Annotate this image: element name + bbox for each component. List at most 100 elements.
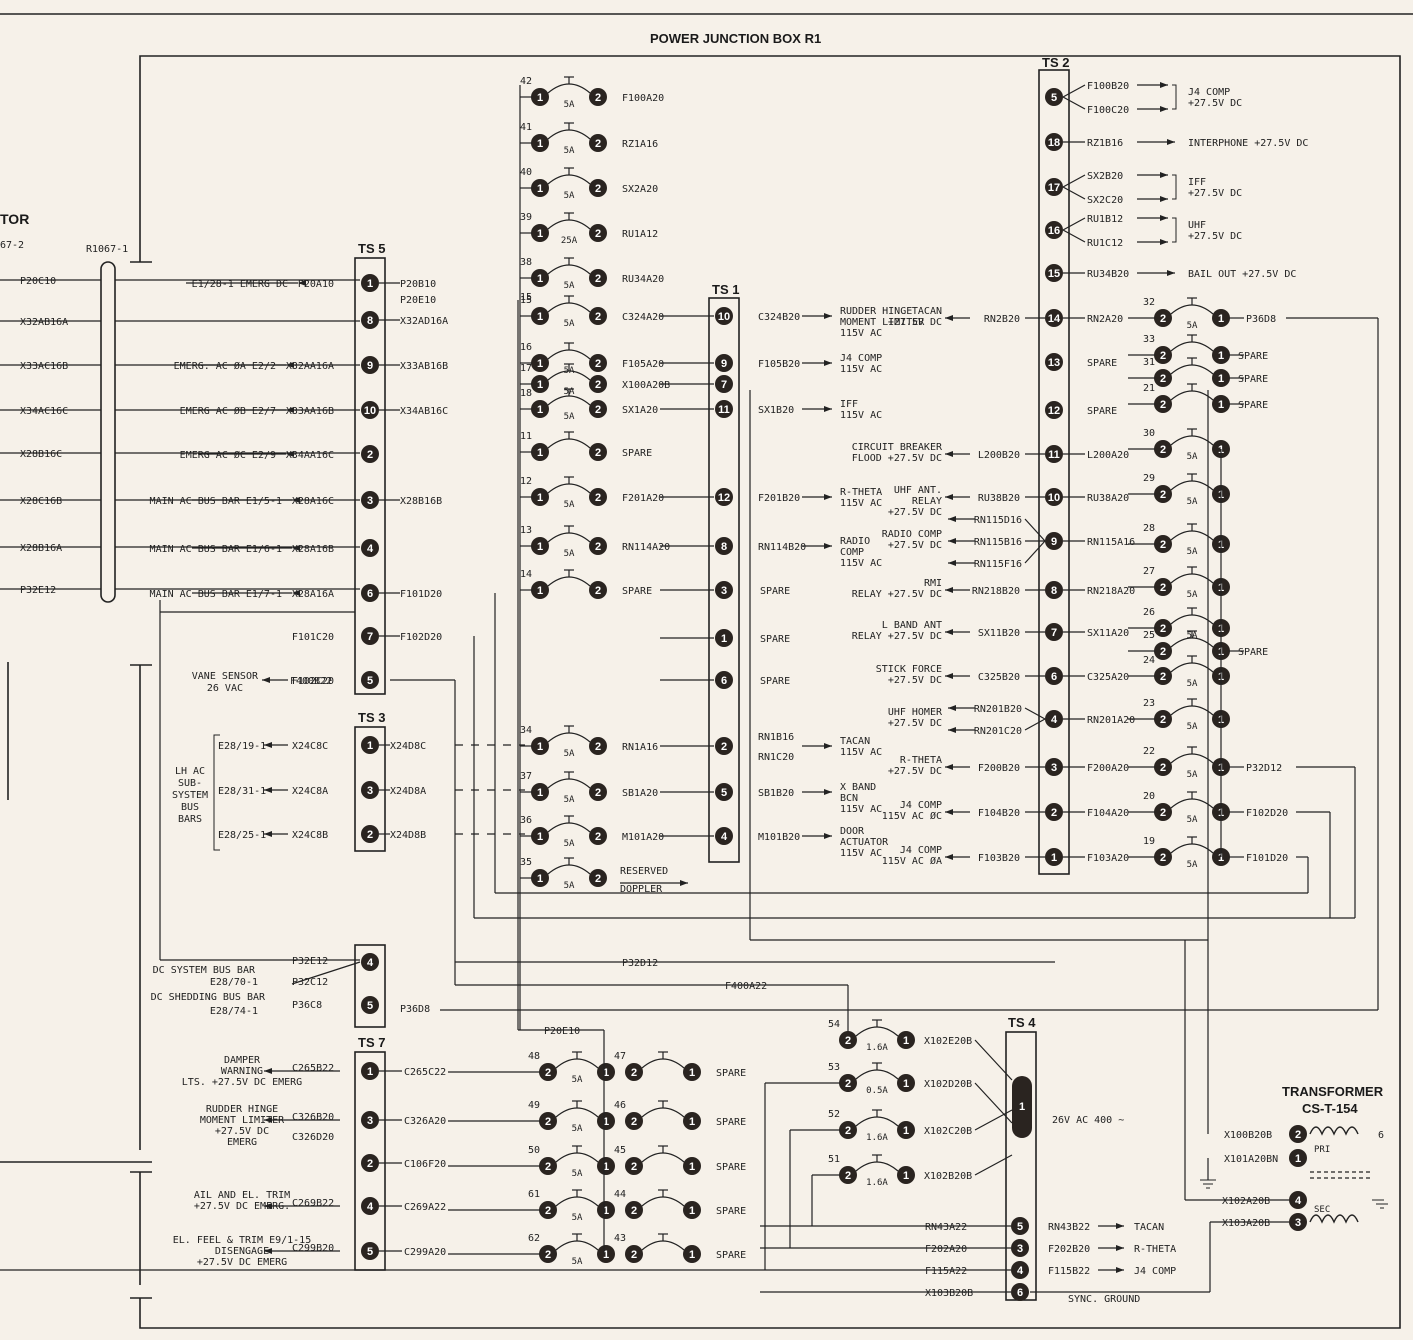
bbreaker-61-term-b xyxy=(597,1201,615,1219)
diagram-title: POWER JUNCTION BOX R1 xyxy=(650,31,821,46)
ts1-terminal-10 xyxy=(715,307,733,325)
t4breaker-51-term-a xyxy=(839,1166,857,1184)
ts5-terminal-6-number: 6 xyxy=(367,588,373,600)
t4breaker-53-term-a xyxy=(839,1074,857,1092)
ts3-strip xyxy=(354,726,386,852)
ts1-output-label: IFF xyxy=(840,399,858,410)
ts2-fan xyxy=(1062,84,1086,98)
ts3-title: TS 3 xyxy=(358,710,385,725)
breaker-17-term-b-number: 2 xyxy=(595,379,601,391)
ts2-left-wire-label: C325B20 xyxy=(978,672,1020,683)
bspare-44-switch xyxy=(641,1196,685,1207)
ts2-left-arrow-head xyxy=(945,764,953,770)
bbreaker-49-term-b-number: 1 xyxy=(603,1116,609,1128)
bbreaker-48-id: 48 xyxy=(528,1051,540,1062)
ts7-left-label: +27.5V DC EMERG xyxy=(197,1257,287,1268)
bspare-46-switch xyxy=(641,1107,685,1118)
ts2-fan xyxy=(1062,174,1086,188)
breaker-36-term-b-number: 2 xyxy=(595,831,601,843)
ts4-arrow-head xyxy=(1116,1245,1124,1251)
breaker-12-switch xyxy=(547,483,591,494)
left-wire-label: X32AB16A xyxy=(20,317,68,328)
rbreaker-24-switch xyxy=(1170,662,1214,673)
ts5-arrow-head xyxy=(286,451,294,457)
bspare-47-term-a xyxy=(625,1063,643,1081)
p36d8: P36D8 xyxy=(400,1004,430,1015)
breaker-14-term-a xyxy=(531,581,549,599)
rbreaker-27-id: 27 xyxy=(1143,566,1155,577)
ts7-terminal-3 xyxy=(361,1111,379,1129)
breaker-38-term-b-number: 2 xyxy=(595,273,601,285)
ts2-brace xyxy=(1172,84,1177,110)
breaker-39-id: 39 xyxy=(520,212,532,223)
ts4-right-label: R-THETA xyxy=(1134,1244,1176,1255)
breaker-40-id: 40 xyxy=(520,167,532,178)
ts3-left-wire: X24C8C xyxy=(292,741,328,752)
bspare-45-term-a-number: 2 xyxy=(631,1161,637,1173)
breaker-34-term-a xyxy=(531,737,549,755)
bspare-43-term-a xyxy=(625,1245,643,1263)
ts1-terminal-4-number: 4 xyxy=(721,831,728,843)
breaker-wire-39: RU1A12 xyxy=(622,229,658,240)
rbreaker-out-label: P32D12 xyxy=(1246,763,1282,774)
ts2-left-label: L BAND ANT xyxy=(882,620,942,631)
ts3-terminal-3 xyxy=(361,781,379,799)
ts5-left-label: MAIN AC BUS BAR E1/5-1 xyxy=(150,496,282,507)
ts5-left-label: MAIN AC BUS BAR E1/6-1 xyxy=(150,544,282,555)
xfmr-terminal-2-number: 2 xyxy=(1295,1129,1301,1141)
ts4-terminal-4-number: 4 xyxy=(1017,1265,1024,1277)
ts1-output-label: 115V AC xyxy=(840,364,882,375)
bspare-47-term-b-number: 1 xyxy=(689,1067,695,1079)
ts5-arrow-head xyxy=(286,362,294,368)
rbreaker-28-switch xyxy=(1170,530,1214,541)
ts2-right-wire-label: RZ1B16 xyxy=(1087,138,1123,149)
ts1-terminal-3-number: 3 xyxy=(721,585,727,597)
ts7-right-wire: C106F20 xyxy=(404,1159,446,1170)
t4breaker-wire: X102B20B xyxy=(924,1171,972,1182)
rbreaker-29-amp: 5A xyxy=(1187,497,1198,507)
rbreaker-28-term-a xyxy=(1154,535,1172,553)
breaker-wire-41: RZ1A16 xyxy=(622,139,658,150)
ts2-terminal-1 xyxy=(1045,848,1063,866)
ts4-terminal-5 xyxy=(1011,1217,1029,1235)
dc-system-label: DC SYSTEM BUS BAR xyxy=(153,965,256,976)
ts2-right-label: +27.5V DC xyxy=(1188,188,1242,199)
bbreaker-48-term-a-number: 2 xyxy=(545,1067,551,1079)
left-wire-label: X28B16A xyxy=(20,543,62,554)
ts7-left-label: EMERG xyxy=(227,1137,257,1148)
ts1-terminal-7-number: 7 xyxy=(721,379,727,391)
ts2-title: TS 2 xyxy=(1042,55,1069,70)
breaker-38-term-a-number: 1 xyxy=(537,273,543,285)
left-wire-label: X34AC16C xyxy=(20,406,68,417)
ts1-arrow-head xyxy=(824,789,832,795)
vane-label: 26 VAC xyxy=(207,683,243,694)
ts3-group-label: SUB- xyxy=(178,778,202,789)
left-wire-label: X28C16B xyxy=(20,496,62,507)
breaker-35-term-a-number: 1 xyxy=(537,873,543,885)
ts4-bus-number: 1 xyxy=(1019,1101,1025,1113)
rbreaker-31-term-a-number: 2 xyxy=(1160,373,1166,385)
breaker-17-term-a-number: 1 xyxy=(537,379,543,391)
xfmr-pri: PRI xyxy=(1314,1145,1330,1155)
ts3-right-wire: X24D8A xyxy=(390,786,426,797)
breaker-wire-12: F201A20 xyxy=(622,493,664,504)
t4breaker-54-id: 54 xyxy=(828,1019,840,1030)
breaker-36-term-b xyxy=(589,827,607,845)
ts5-left-wire: X28A16B xyxy=(292,544,334,555)
dc-shed-label: DC SHEDDING BUS BAR xyxy=(151,992,266,1003)
t4breaker-51-term-b xyxy=(897,1166,915,1184)
bbreaker-50-amp: 5A xyxy=(572,1169,583,1179)
rbreaker-out-label: SPARE xyxy=(1238,647,1268,658)
t4-fan xyxy=(974,1082,1013,1124)
breaker-12-term-b xyxy=(589,488,607,506)
ts1-terminal-6 xyxy=(715,671,733,689)
bbreaker-62-id: 62 xyxy=(528,1233,540,1244)
ts2-right-wire-label: SX11A20 xyxy=(1087,628,1129,639)
ts2-left-label: UHF HOMER xyxy=(888,707,943,718)
ts1-right-wire: RN114B20 xyxy=(758,542,806,553)
ts7-arrow-head xyxy=(264,1068,272,1074)
ts2-right-wire-label: F104A20 xyxy=(1087,808,1129,819)
ts1-right-wire: F105B20 xyxy=(758,359,800,370)
breaker-37-amp: 5A xyxy=(564,795,575,805)
ts4-terminal-3-number: 3 xyxy=(1017,1243,1023,1255)
